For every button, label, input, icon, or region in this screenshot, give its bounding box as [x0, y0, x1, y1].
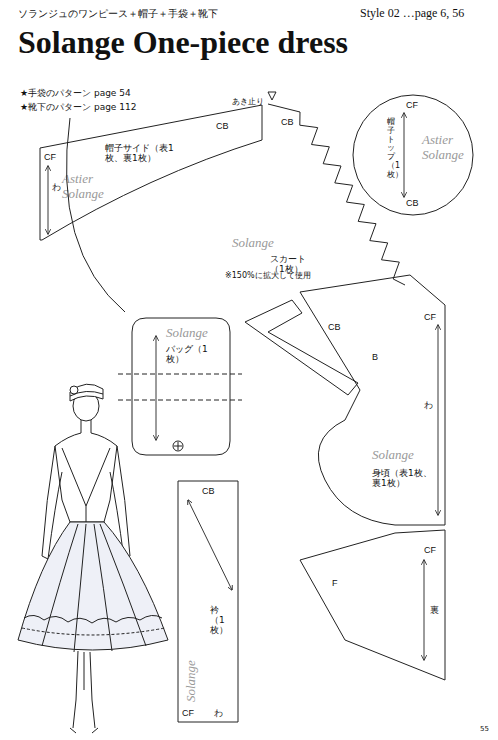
- piece-label: 帽子トップ（1枚）: [387, 118, 395, 180]
- hat-side-piece: CF わAstier Solange 帽子サイド（表1枚、裏1枚） CB: [36, 98, 268, 248]
- cut-line: [300, 112, 405, 285]
- watermark: Solange: [232, 236, 274, 251]
- fold-mark: CB: [281, 117, 294, 127]
- cut-line: [300, 275, 445, 525]
- watermark: Astier Solange: [62, 172, 122, 202]
- fold-mark: CB: [216, 121, 229, 131]
- piece-label: 帽子サイド（表1枚、裏1枚）: [105, 143, 187, 164]
- watermark: Solange: [372, 448, 414, 463]
- hat-top-piece: CF 帽子トップ（1枚） Astier SolangeCB: [350, 92, 478, 220]
- lining-mark: 裏: [430, 605, 439, 615]
- fold-mark: CB: [406, 198, 419, 208]
- piece-mark: F: [332, 578, 338, 588]
- fold-mark: わ: [52, 182, 61, 192]
- cut-line: [245, 300, 358, 395]
- cut-line: [353, 95, 473, 215]
- grain-arrow: [156, 336, 157, 440]
- note-text: ★靴下のパターン page 112: [20, 102, 136, 112]
- piece-outline: [172, 476, 244, 728]
- page-reference: Style 02 …page 6, 56: [360, 7, 464, 21]
- cut-line: [66, 118, 125, 312]
- piece-label: バッグ（1枚）: [166, 344, 216, 365]
- fold-mark: CF: [424, 545, 436, 555]
- bodice-piece: CB B CF わ Solange 身頃（表1枚、裏1枚） F CF 裏: [238, 265, 450, 690]
- collar-piece: CB Solange 衿（1枚） CF わ: [172, 476, 244, 728]
- cut-line: [173, 441, 183, 451]
- fold-mark: CF: [424, 312, 436, 322]
- fold-mark: CF: [406, 100, 418, 110]
- cut-line: [268, 92, 276, 100]
- piece-mark: B: [372, 352, 378, 362]
- watermark: Astier Solange: [422, 133, 468, 163]
- cut-line: [268, 104, 300, 112]
- grain-arrow: [404, 113, 405, 197]
- bag-piece: Solange バッグ（1枚）: [115, 312, 247, 462]
- header-text: ソランジュのワンピース＋帽子＋手袋＋靴下: [18, 8, 218, 20]
- fold-mark: CB: [328, 322, 341, 332]
- note-text: ★手袋のパターン page 54: [20, 88, 131, 98]
- page-number: 55: [480, 725, 489, 733]
- piece-label: 身頃（表1枚、裏1枚）: [372, 468, 432, 489]
- fold-mark: CF: [182, 708, 194, 718]
- cut-line: [300, 530, 445, 680]
- fold-mark: CB: [202, 486, 215, 496]
- cut-line: [178, 481, 238, 722]
- cut-line: [132, 318, 230, 455]
- cut-line: [40, 105, 262, 240]
- watermark: Solange: [166, 326, 208, 341]
- watermark: Solange: [184, 660, 199, 702]
- enlarge-note: ※150%に拡大して使用: [225, 271, 311, 280]
- cut-line: [118, 400, 242, 401]
- fold-mark: わ: [214, 708, 223, 718]
- page-title: Solange One-piece dress: [18, 24, 348, 61]
- cut-line: [118, 374, 242, 375]
- notch-note: あき止り: [232, 97, 264, 106]
- fold-mark: CF: [44, 152, 56, 162]
- grain-arrow: [438, 325, 439, 515]
- fold-mark: わ: [424, 400, 433, 410]
- piece-label: 衿（1枚）: [210, 606, 219, 636]
- grain-arrow: [424, 560, 425, 660]
- grain-arrow: [48, 166, 49, 234]
- grain-arrow: [188, 500, 232, 590]
